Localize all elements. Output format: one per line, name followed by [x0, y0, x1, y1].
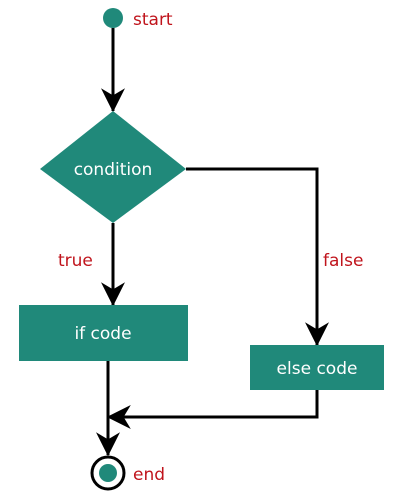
- true-label: true: [58, 251, 93, 271]
- if-code-label: if code: [74, 324, 131, 344]
- condition-label: condition: [74, 160, 153, 180]
- else-code-box: [250, 345, 384, 390]
- start-node: [103, 8, 123, 28]
- edge-else-to-merge: [106, 390, 319, 429]
- if-code-box: [19, 305, 188, 361]
- condition-diamond: [40, 111, 186, 223]
- false-label: false: [323, 251, 363, 271]
- end-label: end: [133, 465, 165, 485]
- edge-false-branch: [186, 167, 329, 347]
- start-label: start: [133, 10, 173, 30]
- else-code-label: else code: [277, 359, 358, 379]
- end-node: [99, 464, 117, 482]
